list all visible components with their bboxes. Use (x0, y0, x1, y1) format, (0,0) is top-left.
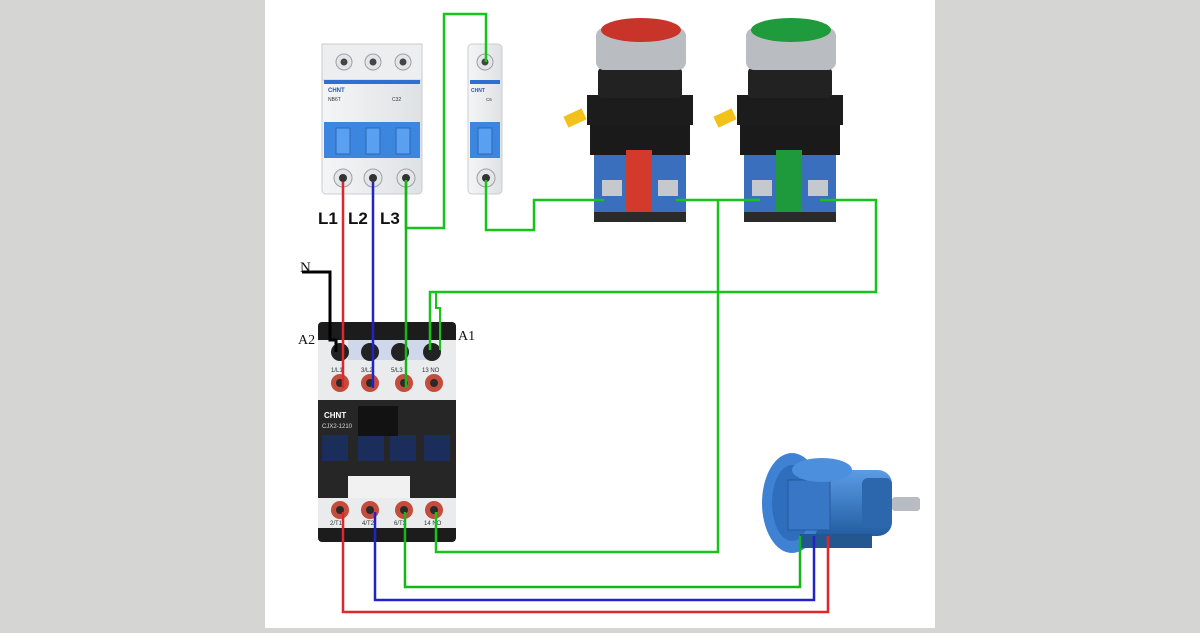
single-breaker-brand: CHNT (471, 88, 485, 94)
neutral-label: N (300, 260, 311, 276)
breaker-rating: C32 (392, 97, 401, 103)
contactor-bottom-terminal-4: 14 NO (424, 521, 442, 527)
contactor-brand: CHNT (324, 411, 346, 420)
stop-button-cap (601, 18, 681, 42)
start-button-cap (751, 18, 831, 42)
contactor-bottom-terminal-3: 6/T3 (394, 521, 407, 527)
electric-motor (762, 453, 920, 553)
control-wire-to-stop (484, 180, 604, 232)
contactor-bottom-terminal-2: 4/T2 (362, 521, 375, 527)
control-wire-a1-loop (435, 292, 441, 350)
wiring (302, 12, 878, 614)
stop-push-button (563, 18, 693, 222)
three-pole-breaker: CHNT NB6T C32 (321, 43, 423, 195)
contactor-top-terminal-4: 13 NO (422, 368, 440, 374)
breaker-brand: CHNT (328, 88, 345, 94)
contactor: 1/L1 3/L2 5/L3 13 NO CHNT CJX2-1210 (318, 322, 456, 542)
single-pole-breaker: CHNT C6 (467, 43, 503, 195)
control-wire-to-a1 (428, 198, 878, 350)
neutral-wire (302, 270, 338, 352)
coil-label-a1: A1 (458, 329, 475, 344)
phase-label-l1: L1 (318, 209, 338, 228)
contactor-top-terminal-3: 5/L3 (391, 368, 403, 374)
left-background-panel (0, 0, 265, 628)
contactor-top-terminal-2: 3/L2 (361, 368, 373, 374)
diagram-svg: CHNT NB6T C32 CHNT C6 (298, 12, 920, 614)
motor-wire-t1 (341, 512, 830, 614)
start-push-button (713, 18, 843, 222)
phase-label-l2: L2 (348, 209, 368, 228)
wiring-diagram: CHNT NB6T C32 CHNT C6 (265, 0, 935, 628)
single-breaker-rating: C6 (486, 97, 492, 102)
motor-wire-t3 (403, 512, 802, 589)
contactor-bottom-terminal-1: 2/T1 (330, 521, 343, 527)
control-wire-holding-contact (434, 200, 720, 554)
phase-label-l3: L3 (380, 209, 400, 228)
motor-wire-t2 (373, 512, 816, 602)
breaker-model: NB6T (328, 97, 341, 103)
contactor-top-terminal-1: 1/L1 (331, 368, 343, 374)
right-background-panel (935, 0, 1200, 628)
coil-label-a2: A2 (298, 333, 315, 348)
contactor-model: CJX2-1210 (322, 424, 353, 430)
